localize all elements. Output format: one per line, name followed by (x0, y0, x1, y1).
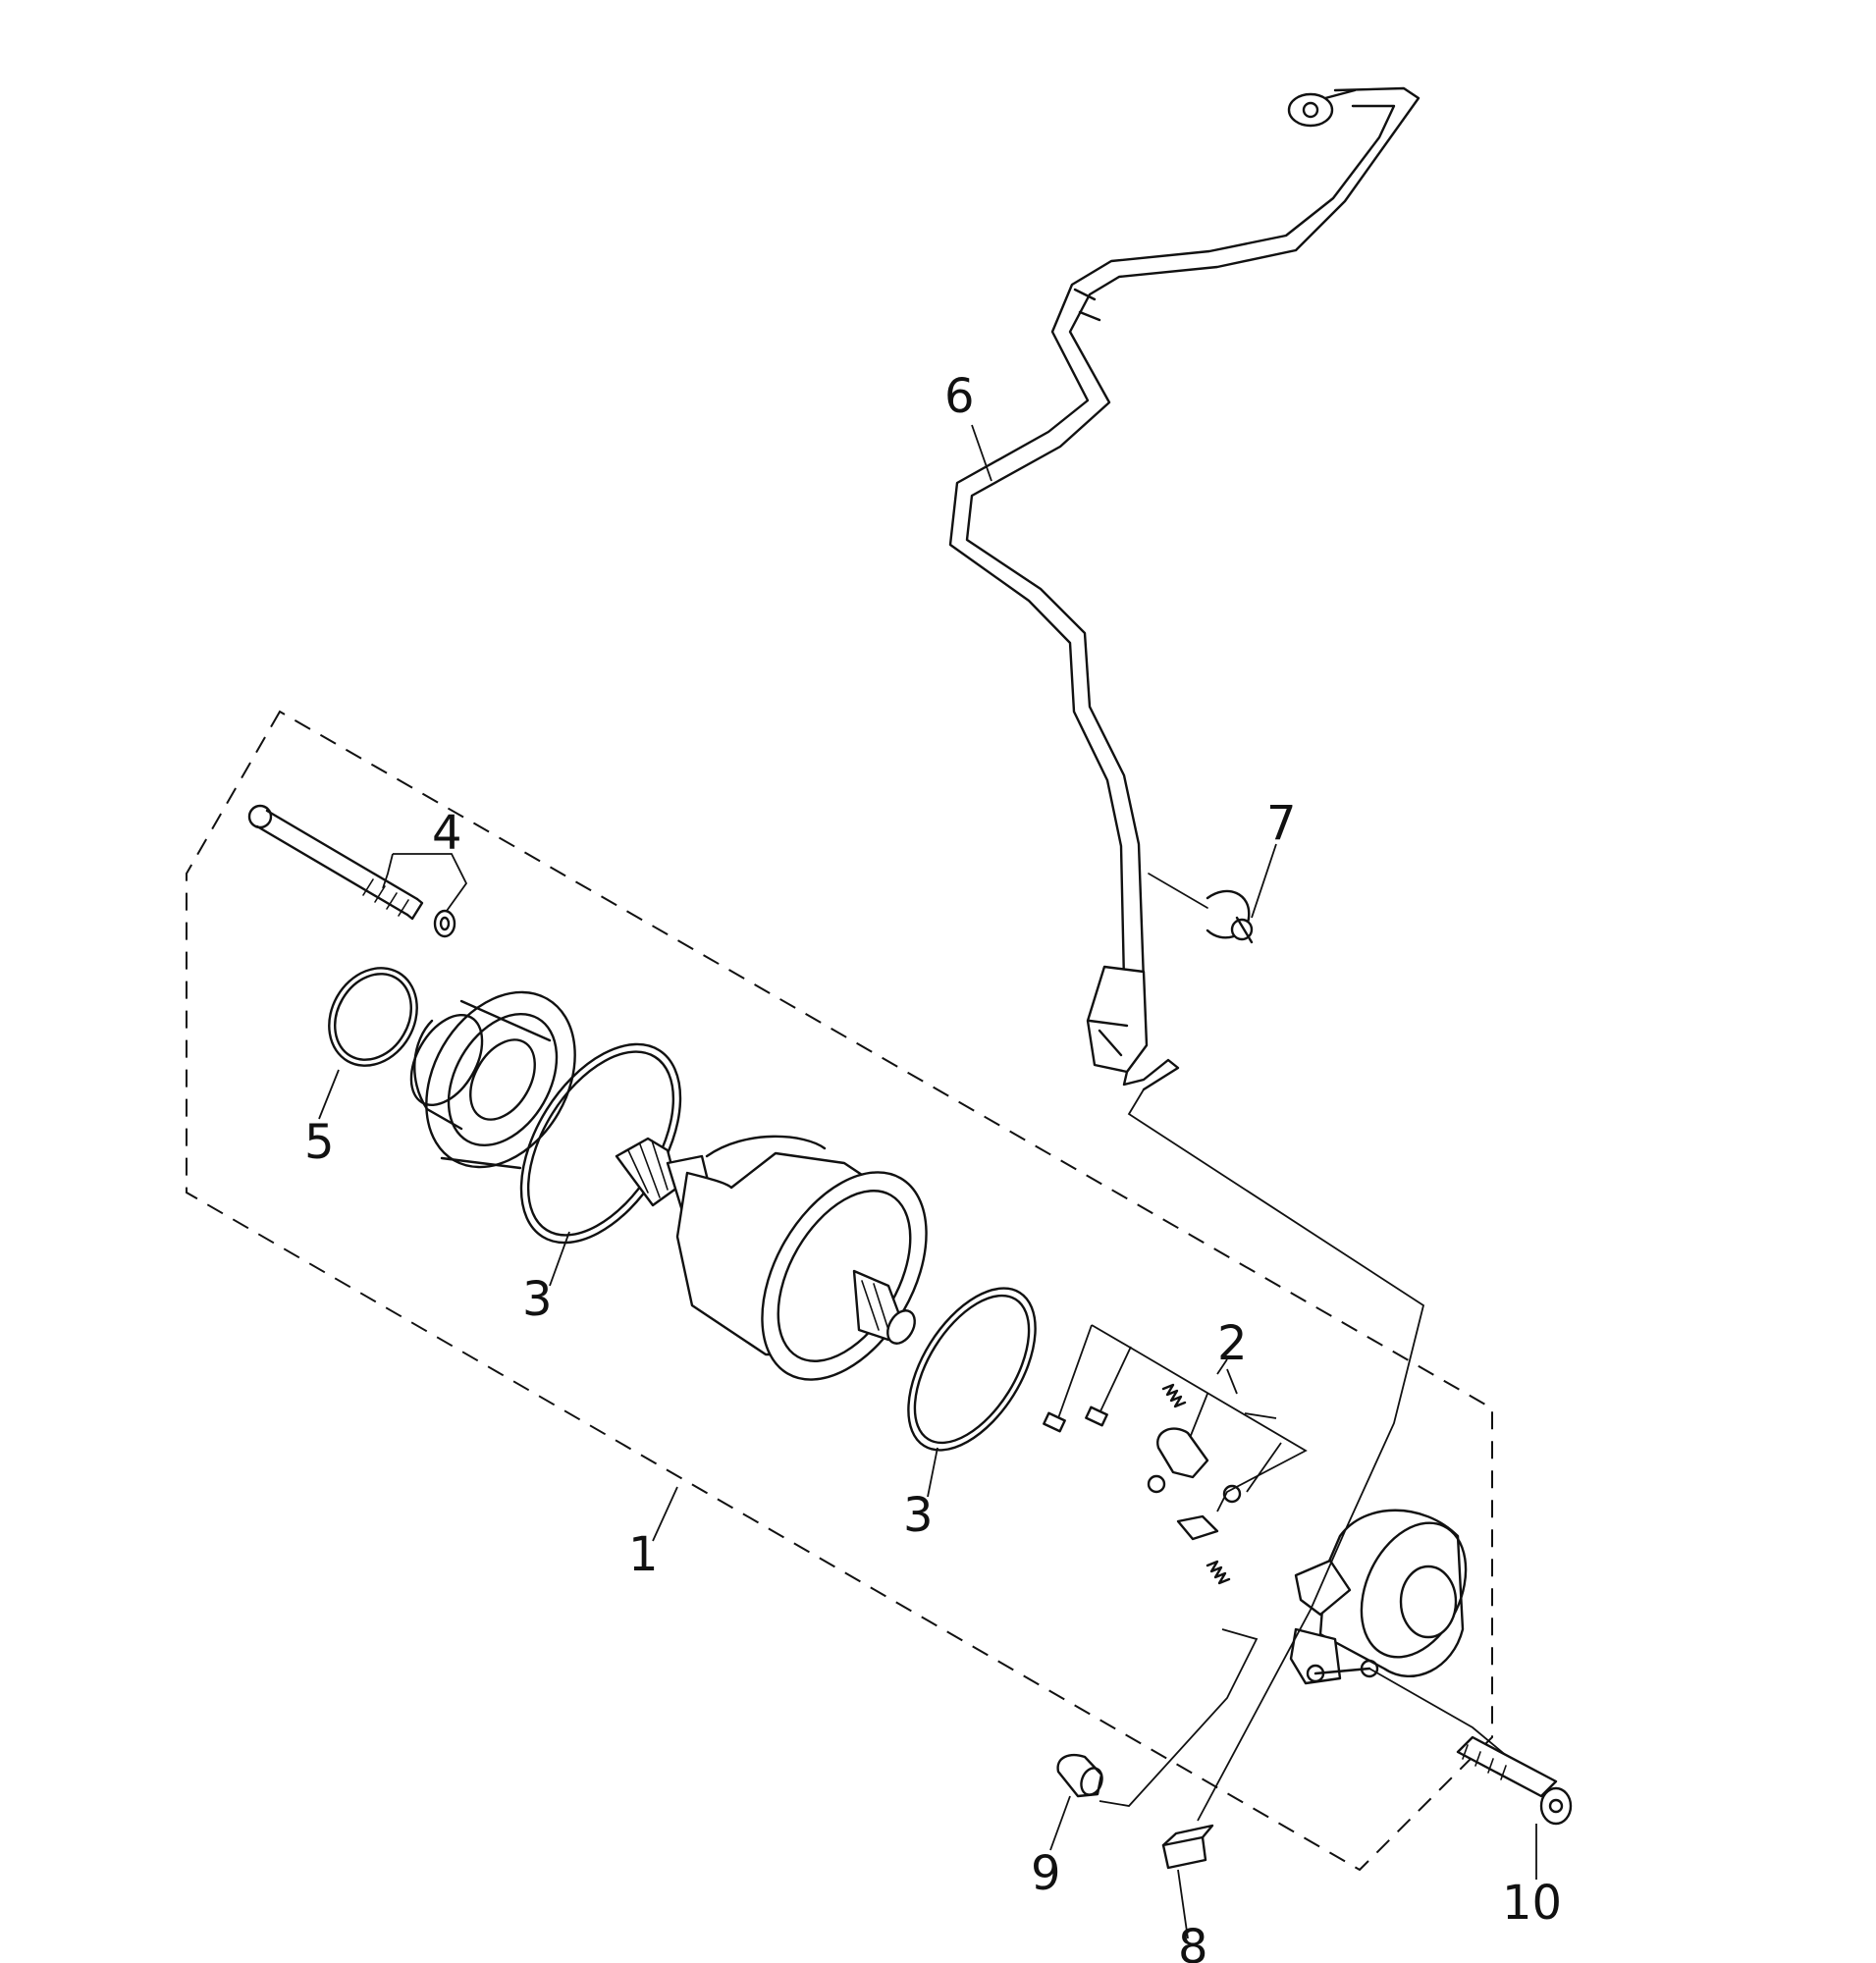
callout-6: 6 (944, 369, 975, 424)
callout-1: 1 (628, 1527, 659, 1582)
o-ring-rear (907, 1287, 1037, 1452)
bushing (1049, 1753, 1103, 1851)
callout-8: 8 (1178, 1920, 1208, 1963)
o-ring-small (328, 967, 418, 1067)
through-bolt (247, 804, 456, 938)
starter-cable (948, 86, 1420, 1091)
callout-7: 7 (1266, 796, 1297, 851)
leader-7 (1251, 843, 1277, 919)
leader-4 (382, 853, 468, 912)
mounting-bolt (1456, 1735, 1573, 1880)
rear-cover (1289, 1509, 1468, 1685)
leader-2 (1226, 1368, 1238, 1395)
callout-5: 5 (304, 1115, 335, 1170)
leader-3a (549, 1231, 570, 1287)
leader-5 (318, 1069, 340, 1120)
leader-3b (927, 1447, 938, 1498)
callout-3-front: 3 (522, 1272, 553, 1327)
leader-1 (652, 1486, 678, 1542)
callout-2: 2 (1217, 1316, 1248, 1371)
front-cover (409, 990, 576, 1170)
cable-clip (1148, 873, 1254, 944)
callout-9: 9 (1031, 1846, 1061, 1901)
callout-3-rear: 3 (903, 1488, 934, 1543)
assembly-boundary (186, 710, 1493, 1872)
callout-4: 4 (432, 806, 462, 861)
brush-kit (1043, 1324, 1308, 1585)
leader-6 (971, 424, 992, 482)
motor-body (615, 1135, 928, 1381)
callout-10: 10 (1502, 1876, 1562, 1931)
hex-bolt (1161, 1824, 1214, 1939)
